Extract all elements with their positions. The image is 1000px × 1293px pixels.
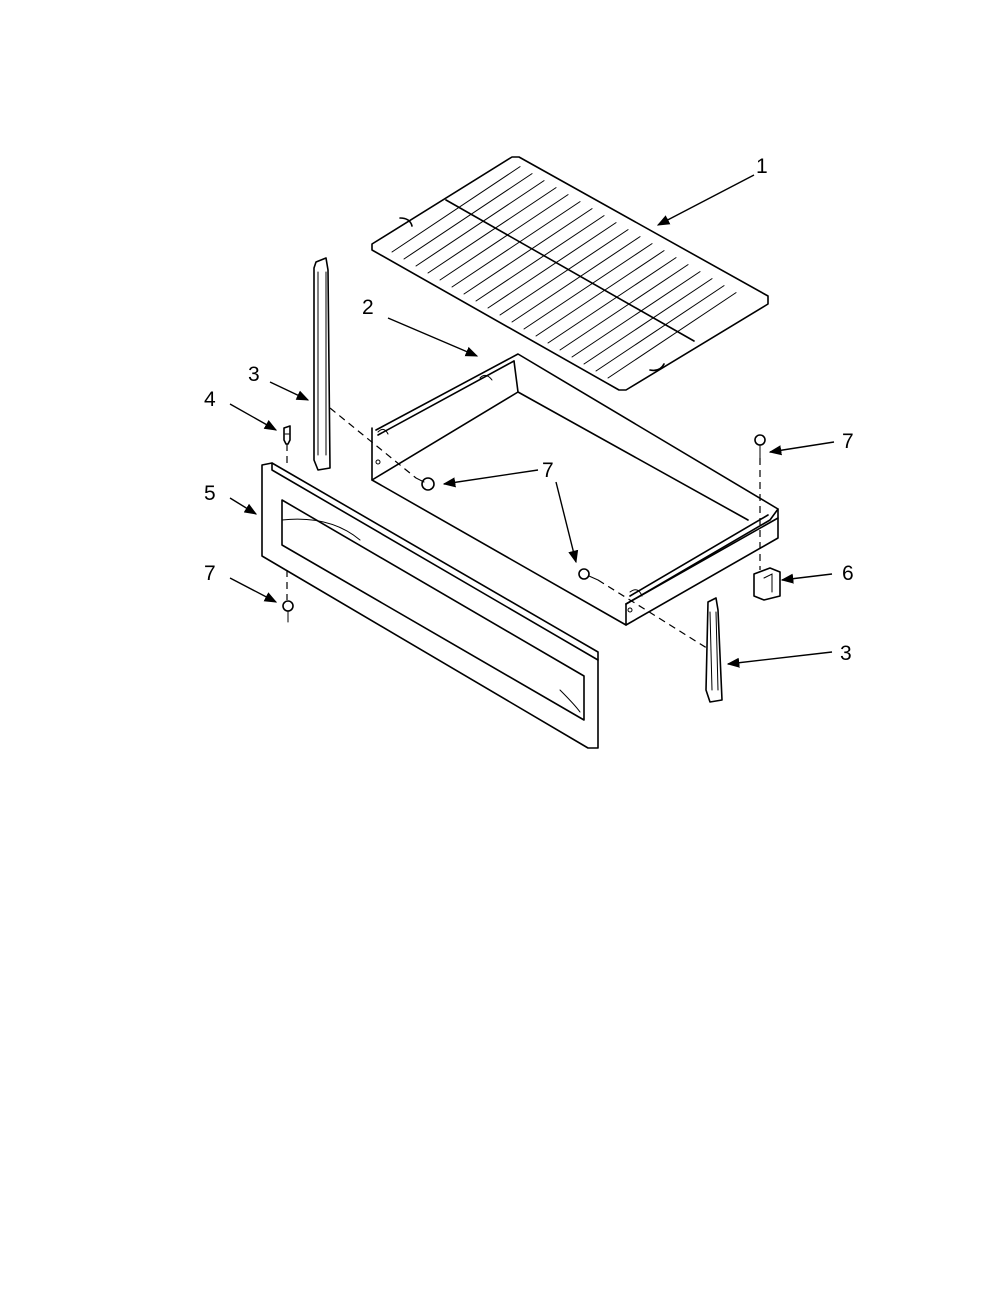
rack-wire xyxy=(415,180,545,267)
callout-7-right-top: 7 xyxy=(842,430,854,453)
rack-wire xyxy=(487,222,617,309)
callout-6: 6 xyxy=(842,562,854,585)
rack-wire xyxy=(427,187,557,274)
callout-7-left-bottom: 7 xyxy=(204,562,216,585)
screw-icon xyxy=(282,434,766,623)
callout-3-upper: 3 xyxy=(248,363,260,386)
rack-wire xyxy=(463,208,593,295)
drawer-clip-icon xyxy=(753,567,781,601)
leader-lines xyxy=(229,174,835,668)
callout-1: 1 xyxy=(756,155,768,178)
rack-wire xyxy=(559,264,689,351)
callout-2: 2 xyxy=(362,296,374,319)
rack-wire xyxy=(511,236,641,323)
drawer-slide-bracket-icon xyxy=(313,257,723,703)
callout-7-center: 7 xyxy=(542,459,554,482)
drawer-stop-pin-icon xyxy=(283,425,291,445)
callout-5: 5 xyxy=(204,482,216,505)
rack-wire xyxy=(475,215,605,302)
rack-wire xyxy=(391,166,521,253)
rack-wire xyxy=(451,201,581,288)
rack-wire xyxy=(607,292,737,379)
alignment-lines xyxy=(286,407,761,651)
rack-wire xyxy=(595,285,725,372)
callout-4: 4 xyxy=(204,388,216,411)
rack-wire xyxy=(523,243,653,330)
rack-wire xyxy=(535,250,665,337)
rack-wire xyxy=(547,257,677,344)
callout-3-lower: 3 xyxy=(840,642,852,665)
rack-wire xyxy=(571,271,701,358)
callout-labels: 1 2 3 3 4 5 6 7 7 7 7 xyxy=(204,155,854,665)
rack-wire xyxy=(499,229,629,316)
drawer-front-panel-icon xyxy=(261,462,599,749)
oven-rack-icon xyxy=(371,156,769,391)
rack-wire xyxy=(403,173,533,260)
rack-wire xyxy=(439,194,569,281)
rack-wire xyxy=(583,278,713,365)
drawer-body-icon xyxy=(371,353,779,626)
